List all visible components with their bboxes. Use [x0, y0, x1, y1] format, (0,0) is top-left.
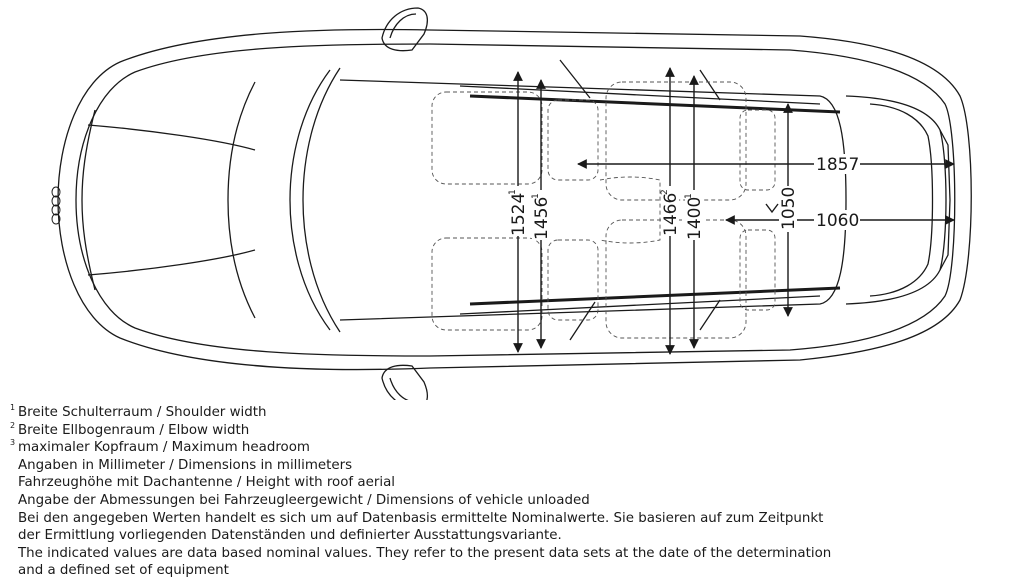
footnote-mark: 2 — [10, 420, 16, 430]
note-nominal-en-2: and a defined set of equipment — [18, 563, 229, 579]
footnotes-block: 1 Breite Schulterraum / Shoulder width 2… — [10, 403, 1008, 580]
note-height: Fahrzeughöhe mit Dachantenne / Height wi… — [18, 475, 395, 491]
right-mirror — [381, 364, 429, 400]
svg-text:1857: 1857 — [816, 155, 859, 175]
svg-text:1400: 1400 — [685, 197, 705, 240]
dim-rear-elbow: 1400 1 — [684, 190, 705, 240]
dim-load-floor-width: 1060 — [814, 210, 860, 231]
dimension-lines — [513, 67, 955, 355]
footnote-text: Breite Schulterraum / Shoulder width — [18, 405, 267, 420]
svg-text:1: 1 — [508, 189, 518, 195]
note-units: Angaben in Millimeter / Dimensions in mi… — [18, 457, 353, 473]
svg-text:2: 2 — [660, 189, 670, 195]
footnote-3: 3 maximaler Kopfraum / Maximum headroom — [10, 438, 1008, 457]
footnote-2: 2 Breite Ellbogenraum / Elbow width — [10, 421, 1008, 440]
footnote-text: maximaler Kopfraum / Maximum headroom — [18, 440, 310, 456]
footnote-mark: 1 — [10, 403, 16, 412]
footnote-mark: 3 — [10, 438, 16, 448]
dim-load-floor-length: 1857 — [814, 154, 860, 175]
svg-text:1050: 1050 — [779, 187, 799, 230]
dim-rear-headroom: 1050 — [779, 186, 799, 232]
note-nominal-en-1: The indicated values are data based nomi… — [18, 545, 832, 561]
left-mirror — [381, 7, 429, 52]
footnote-text: Breite Ellbogenraum / Elbow width — [18, 422, 250, 438]
dim-front-shoulder: 1524 1 — [508, 186, 529, 236]
dim-front-elbow: 1456 1 — [531, 190, 552, 240]
dim-rear-shoulder: 1466 2 — [660, 186, 681, 236]
svg-text:1: 1 — [684, 193, 694, 199]
note-unloaded: Angabe der Abmessungen bei Fahrzeugleerg… — [18, 492, 590, 508]
svg-text:1: 1 — [531, 193, 541, 199]
footnote-1: 1 Breite Schulterraum / Shoulder width — [10, 403, 1008, 422]
brand-rings-logo — [51, 186, 61, 225]
note-nominal-de-2: der Ermittlung vorliegenden Datenständen… — [18, 528, 562, 544]
vehicle-top-view-drawing: 1524 1 1456 1 1466 2 1400 1 1050 1857 10… — [51, 7, 972, 400]
svg-text:1524: 1524 — [509, 193, 529, 236]
svg-text:1466: 1466 — [661, 193, 681, 236]
svg-text:1060: 1060 — [816, 211, 859, 231]
note-nominal-de-1: Bei den angegeben Werten handelt es sich… — [18, 510, 824, 526]
svg-text:1456: 1456 — [532, 197, 552, 240]
